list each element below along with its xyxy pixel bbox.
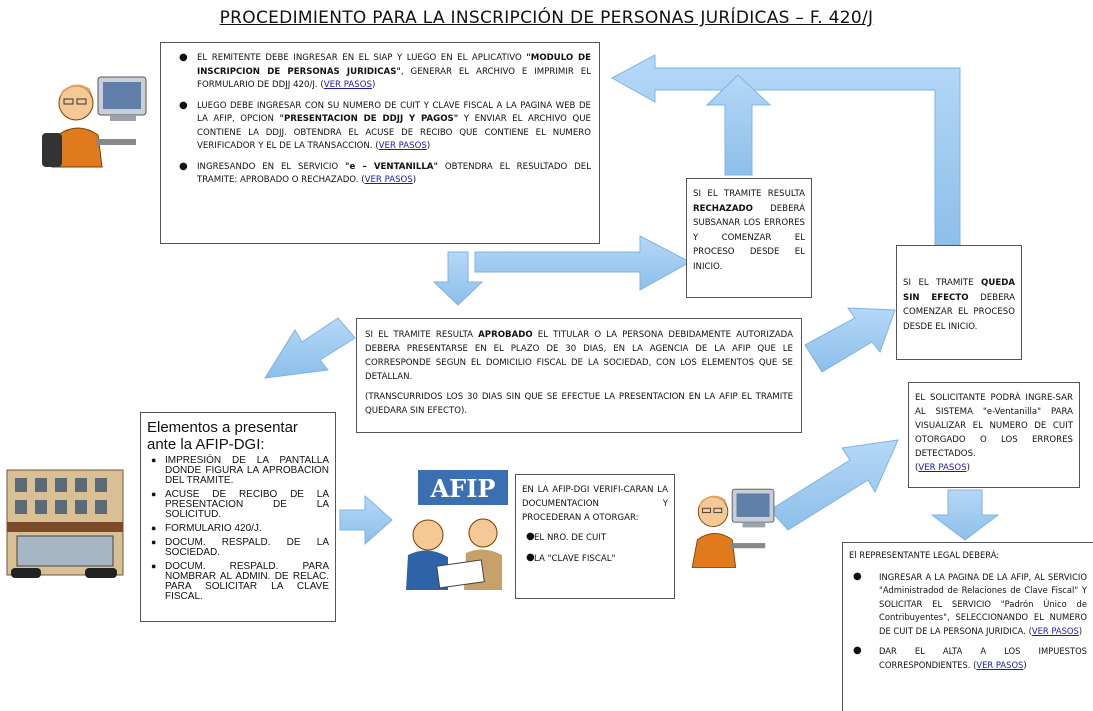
- elemento-item: IMPRESIÓN DE LA PANTALLA DONDE FIGURA LA…: [151, 455, 329, 486]
- box-representante: El REPRESENTANTE LEGAL DEBERÁ: INGRESAR …: [842, 542, 1093, 711]
- box-solicitante: EL SOLICITANTE PODRÁ INGRE-SAR AL SISTEM…: [908, 382, 1080, 488]
- step-siap: EL REMITENTE DEBE INGRESAR EN EL SIAP Y …: [175, 51, 591, 93]
- step-web: LUEGO DEBE INGRESAR CON SU NUMERO DE CUI…: [175, 99, 591, 154]
- elementos-title: Elementos a presentar ante la AFIP-DGI:: [147, 419, 298, 453]
- ver-pasos-link-2[interactable]: VER PASOS: [378, 141, 427, 151]
- afip-item-cuit: EL NRO. DE CUIT: [522, 530, 668, 545]
- box-elementos: Elementos a presentar ante la AFIP-DGI: …: [140, 412, 336, 622]
- representante-item-impuestos: DAR EL ALTA A LOS IMPUESTOS CORRESPONDIE…: [849, 644, 1087, 672]
- step-ventanilla: INGRESANDO EN EL SERVICIO "e – VENTANILL…: [175, 160, 591, 188]
- box-rechazado: SI EL TRAMITE RESULTA RECHAZADO DEBERÁ S…: [686, 178, 812, 298]
- arrow-top-down: [432, 251, 484, 306]
- representante-intro: El REPRESENTANTE LEGAL DEBERÁ:: [849, 550, 1000, 560]
- ver-pasos-link-5[interactable]: VER PASOS: [1031, 625, 1079, 636]
- aprobado-text: SI EL TRAMITE RESULTA APROBADO EL TITULA…: [365, 330, 793, 382]
- arrow-rechazado-up: [705, 74, 772, 176]
- arrow-to-solicitante: [769, 439, 899, 531]
- page-title: PROCEDIMIENTO PARA LA INSCRIPCIÓN DE PER…: [219, 8, 874, 28]
- box-aprobado: SI EL TRAMITE RESULTA APROBADO EL TITULA…: [356, 318, 802, 433]
- person-computer-icon-2: [691, 488, 775, 568]
- ver-pasos-link-3[interactable]: VER PASOS: [364, 175, 413, 185]
- arrow-to-representante: [930, 489, 1000, 541]
- afip-item-clave: LA "CLAVE FISCAL": [522, 551, 668, 566]
- elemento-item: FORMULARIO 420/J.: [151, 523, 329, 534]
- aprobado-note: (TRANSCURRIDOS LOS 30 DIAS SIN QUE SE EF…: [365, 392, 793, 416]
- ver-pasos-link-1[interactable]: VER PASOS: [323, 80, 372, 90]
- afip-building-icon: [6, 469, 124, 578]
- ver-pasos-link-4[interactable]: VER PASOS: [918, 463, 967, 473]
- representante-item-servicio: INGRESAR A LA PAGINA DE LA AFIP, AL SERV…: [849, 570, 1087, 639]
- ver-pasos-link-6[interactable]: VER PASOS: [976, 659, 1024, 670]
- arrow-to-elementos: [264, 317, 356, 379]
- elemento-item: DOCUM. RESPALD. DE LA SOCIEDAD.: [151, 537, 329, 558]
- elemento-item: ACUSE DE RECIBO DE LA PRESENTACION DE LA…: [151, 489, 329, 520]
- box-sin-efecto: SI EL TRAMITE QUEDA SIN EFECTO DEBERA CO…: [896, 245, 1022, 360]
- box-instructions: EL REMITENTE DEBE INGRESAR EN EL SIAP Y …: [160, 42, 600, 244]
- elemento-item: DOCUM. RESPALD. PARA NOMBRAR AL ADMIN. D…: [151, 561, 329, 602]
- arrow-return-top: [610, 54, 961, 246]
- box-afip-verificacion: EN LA AFIP-DGI VERIFI-CARAN LA DOCUMENTA…: [515, 474, 675, 599]
- person-computer-icon: [42, 76, 147, 168]
- arrow-to-rechazado: [474, 235, 692, 291]
- arrow-to-sin-efecto: [804, 307, 896, 373]
- afip-office-icon: AFIP: [406, 470, 508, 590]
- afip-logo: AFIP: [430, 474, 496, 503]
- arrow-to-afip: [339, 494, 393, 546]
- afip-intro: EN LA AFIP-DGI VERIFI-CARAN LA DOCUMENTA…: [522, 485, 668, 523]
